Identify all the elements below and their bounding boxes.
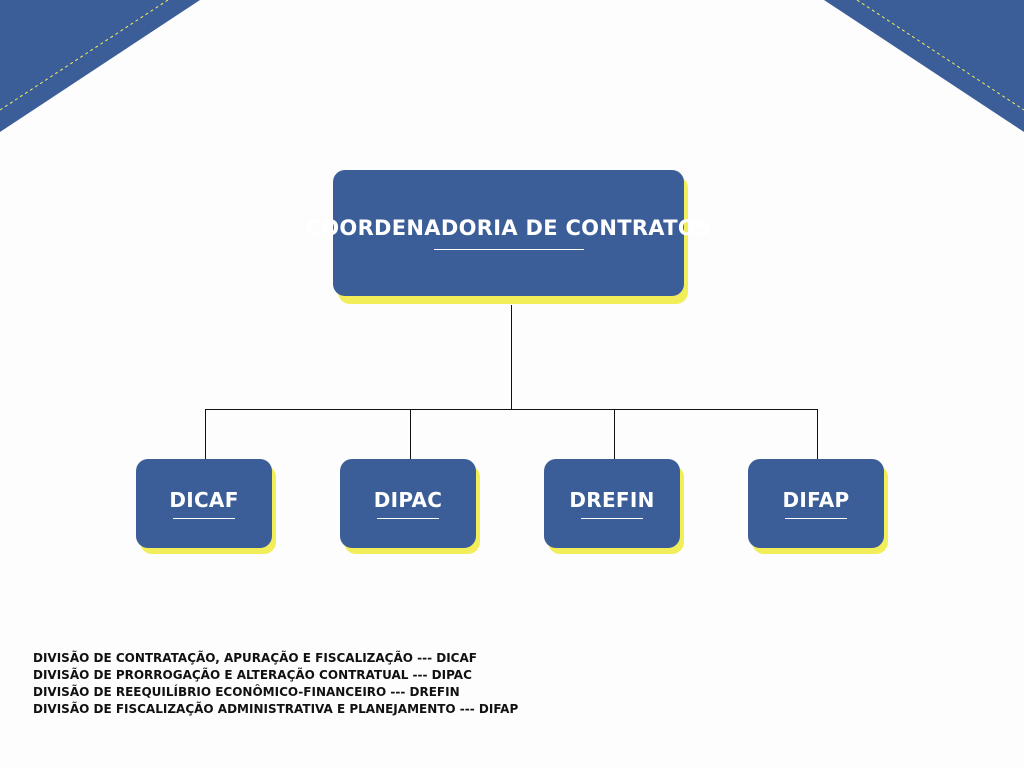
child-node-label-dipac: DIPAC xyxy=(373,488,443,512)
child-node-underline xyxy=(377,518,439,519)
child-node-box: DREFIN xyxy=(544,459,680,548)
legend: DIVISÃO DE CONTRATAÇÃO, APURAÇÃO E FISCA… xyxy=(33,650,518,718)
child-node-underline xyxy=(173,518,235,519)
child-node-label-difap: DIFAP xyxy=(782,488,850,512)
child-node-label-dicaf: DICAF xyxy=(169,488,239,512)
child-node-underline xyxy=(785,518,847,519)
child-node-box: DICAF xyxy=(136,459,272,548)
child-node-label-drefin: DREFIN xyxy=(569,488,655,512)
root-node-box: COORDENADORIA DE CONTRATOS xyxy=(306,170,711,296)
legend-line-dipac: DIVISÃO DE PRORROGAÇÃO E ALTERAÇÃO CONTR… xyxy=(33,668,472,682)
root-node-label: COORDENADORIA DE CONTRATOS xyxy=(305,216,712,240)
root-node-underline xyxy=(433,249,584,250)
child-node-underline xyxy=(581,518,643,519)
corner-decoration-left xyxy=(0,0,200,132)
legend-line-dicaf: DIVISÃO DE CONTRATAÇÃO, APURAÇÃO E FISCA… xyxy=(33,651,477,665)
child-node-box: DIFAP xyxy=(748,459,884,548)
legend-line-drefin: DIVISÃO DE REEQUILÍBRIO ECONÔMICO-FINANC… xyxy=(33,685,460,699)
legend-line-difap: DIVISÃO DE FISCALIZAÇÃO ADMINISTRATIVA E… xyxy=(33,702,519,716)
child-node-box: DIPAC xyxy=(340,459,476,548)
corner-decoration-right xyxy=(824,0,1024,132)
